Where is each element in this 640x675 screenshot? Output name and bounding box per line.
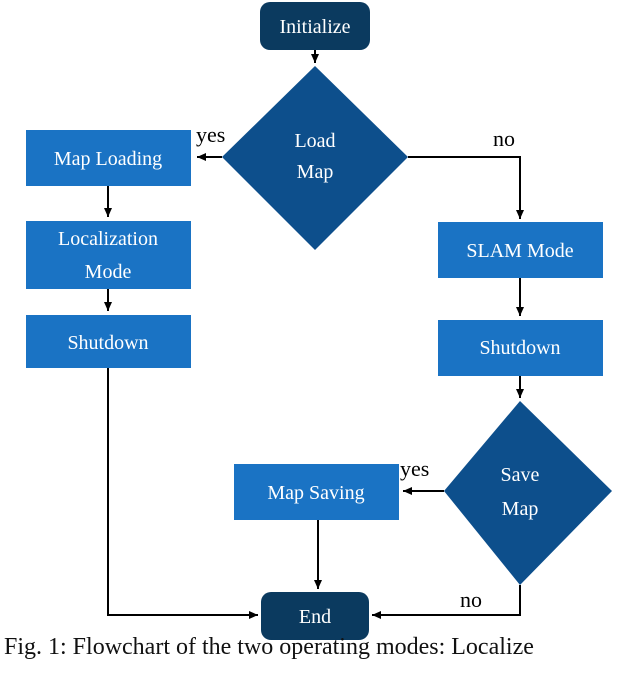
map-loading-label: Map Loading xyxy=(54,148,162,170)
shutdown-left-label: Shutdown xyxy=(67,332,148,354)
map-saving-label: Map Saving xyxy=(267,482,364,504)
save-map-label-line2: Map xyxy=(502,498,539,520)
load-map-no-label: no xyxy=(493,126,515,151)
localization-mode-label-line1: Localization xyxy=(58,228,158,250)
load-map-decision: Load Map xyxy=(222,66,408,250)
end-node: End xyxy=(261,592,369,640)
load-map-label-line2: Map xyxy=(297,161,334,183)
initialize-node: Initialize xyxy=(260,2,370,50)
load-map-yes-label: yes xyxy=(196,122,225,147)
slam-mode-node: SLAM Mode xyxy=(438,222,603,278)
save-map-label-line1: Save xyxy=(501,464,540,486)
arrow-save-map-no xyxy=(372,585,521,619)
save-map-no-label: no xyxy=(460,587,482,612)
arrow-left-shutdown-to-end xyxy=(107,368,258,619)
map-saving-node: Map Saving xyxy=(234,464,399,520)
localization-mode-label-line2: Mode xyxy=(85,261,132,283)
map-loading-node: Map Loading xyxy=(26,130,191,186)
figure-caption: Fig. 1: Flowchart of the two operating m… xyxy=(4,634,534,660)
shutdown-right-label: Shutdown xyxy=(479,337,560,359)
save-map-decision: Save Map xyxy=(444,401,612,585)
connectors xyxy=(104,50,524,619)
localization-mode-node: Localization Mode xyxy=(26,221,191,289)
shutdown-left-node: Shutdown xyxy=(26,315,191,368)
flowchart: Initialize Load Map Map Loading Localiza… xyxy=(26,2,612,640)
shutdown-right-node: Shutdown xyxy=(438,320,603,376)
arrow-load-map-no xyxy=(408,156,524,219)
load-map-label-line1: Load xyxy=(294,130,335,152)
end-label: End xyxy=(299,606,331,628)
save-map-yes-label: yes xyxy=(400,456,429,481)
slam-mode-label: SLAM Mode xyxy=(466,240,573,262)
initialize-label: Initialize xyxy=(279,16,350,38)
